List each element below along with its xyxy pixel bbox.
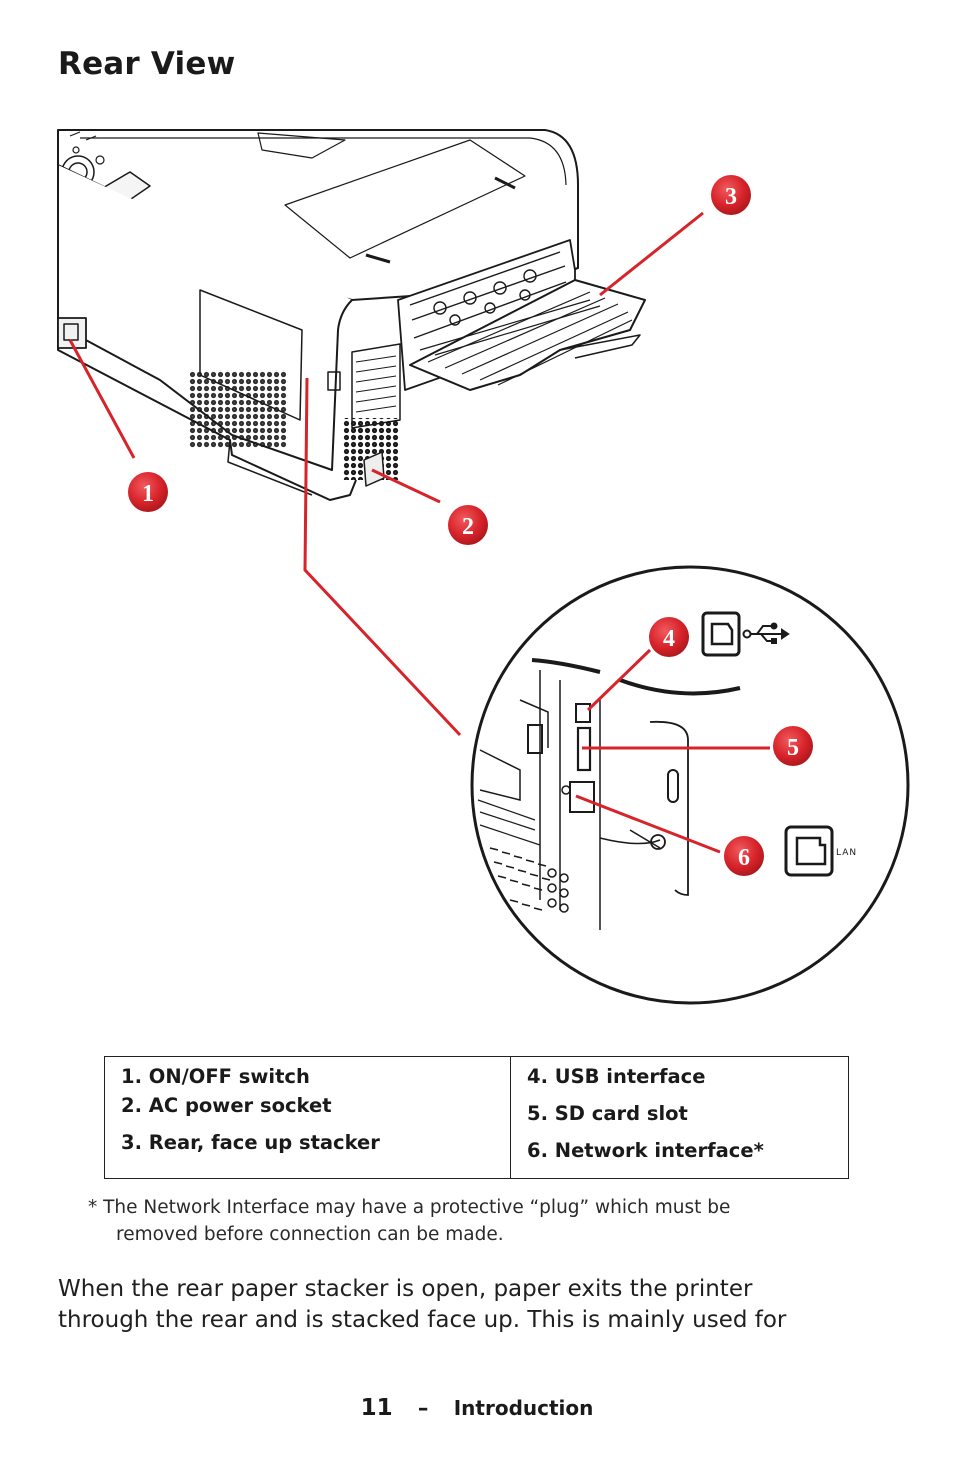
- svg-text:5: 5: [787, 735, 799, 761]
- printer-illustration: [57, 129, 646, 501]
- callout-lines: [68, 211, 770, 854]
- legend-left-column: 1. ON/OFF switch 2. AC power socket 3. R…: [104, 1056, 511, 1179]
- page-footer: 11 – Introduction: [0, 1395, 954, 1421]
- svg-text:4: 4: [663, 626, 675, 652]
- callout-badge-2: 2: [448, 505, 488, 545]
- footnote: * The Network Interface may have a prote…: [88, 1194, 888, 1248]
- leader-line-3: [599, 211, 704, 297]
- usb-symbol-icon: [742, 622, 790, 644]
- lan-label: LAN: [836, 848, 857, 858]
- side-vent: [188, 370, 288, 448]
- body-line-1: When the rear paper stacker is open, pap…: [58, 1276, 753, 1302]
- leader-line-zoom: [303, 377, 462, 737]
- callout-badge-6: 6: [724, 836, 764, 876]
- legend-item-4: 4. USB interface: [527, 1065, 706, 1088]
- footer-separator: –: [417, 1396, 429, 1420]
- leader-line-1: [68, 339, 136, 459]
- footnote-line-2: removed before connection can be made.: [116, 1224, 504, 1245]
- callout-badge-5: 5: [773, 726, 813, 766]
- legend-item-6: 6. Network interface*: [527, 1139, 764, 1162]
- callout-badge-3: 3: [711, 175, 751, 215]
- svg-text:2: 2: [462, 514, 474, 540]
- page-title: Rear View: [58, 46, 236, 82]
- svg-text:3: 3: [725, 184, 737, 210]
- page-number: 11: [360, 1395, 393, 1421]
- footnote-line-1: * The Network Interface may have a prote…: [88, 1197, 731, 1218]
- legend-right-column: 4. USB interface 5. SD card slot 6. Netw…: [510, 1056, 849, 1179]
- lan-port-icon: [784, 825, 834, 877]
- leader-line-4: [586, 648, 652, 712]
- body-paragraph: When the rear paper stacker is open, pap…: [58, 1274, 908, 1336]
- svg-text:6: 6: [738, 845, 750, 871]
- callout-badge-1: 1: [128, 472, 168, 512]
- body-line-2: through the rear and is stacked face up.…: [58, 1307, 787, 1333]
- legend-item-3: 3. Rear, face up stacker: [121, 1131, 380, 1154]
- leader-line-6: [575, 794, 721, 854]
- legend-table: 1. ON/OFF switch 2. AC power socket 3. R…: [104, 1056, 849, 1179]
- usb-b-port-icon: [701, 611, 741, 657]
- printer-rear-view-figure: 1 2 3 4 5 6 LAN: [57, 129, 910, 1005]
- leader-line-2: [371, 468, 441, 504]
- legend-item-5: 5. SD card slot: [527, 1102, 688, 1125]
- section-name: Introduction: [453, 1396, 594, 1420]
- legend-item-2: 2. AC power socket: [121, 1094, 332, 1117]
- legend-item-1: 1. ON/OFF switch: [121, 1065, 310, 1088]
- callout-badges: 1 2 3 4 5 6: [128, 175, 813, 876]
- callout-badge-4: 4: [649, 617, 689, 657]
- zoom-detail: [470, 565, 910, 1005]
- svg-text:1: 1: [142, 481, 154, 507]
